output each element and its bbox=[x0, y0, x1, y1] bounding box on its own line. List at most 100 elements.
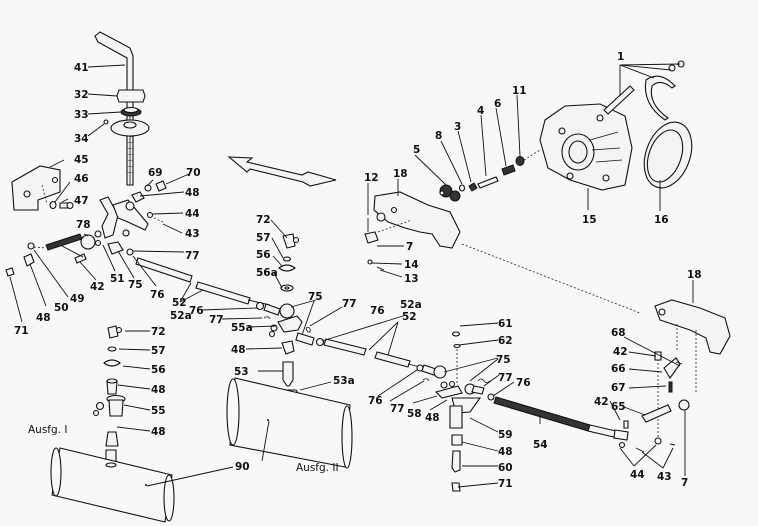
rod-52-left bbox=[135, 257, 295, 319]
part-labels: 41 32 33 34 45 46 47 69 70 48 44 43 78 7… bbox=[14, 51, 702, 490]
label-56: 56 bbox=[256, 249, 271, 261]
label-8: 8 bbox=[435, 130, 442, 142]
label-67: 67 bbox=[611, 382, 626, 394]
label-76: 76 bbox=[516, 377, 531, 389]
label-66: 66 bbox=[611, 363, 626, 375]
label-62: 62 bbox=[498, 335, 513, 347]
label-75: 75 bbox=[128, 279, 143, 291]
label-16: 16 bbox=[654, 214, 669, 226]
label-54: 54 bbox=[533, 439, 548, 451]
label-56a: 56a bbox=[256, 267, 278, 279]
tank-variant-2 bbox=[226, 361, 353, 469]
label-11: 11 bbox=[512, 85, 527, 97]
shift-lever-41 bbox=[94, 31, 150, 186]
label-44: 44 bbox=[630, 469, 645, 481]
label-77: 77 bbox=[342, 298, 357, 310]
label-1: 1 bbox=[617, 51, 624, 63]
label-59: 59 bbox=[498, 429, 513, 441]
label-42: 42 bbox=[613, 346, 628, 358]
label-72: 72 bbox=[256, 214, 271, 226]
label-47: 47 bbox=[74, 195, 89, 207]
variant-2-caption: Ausfg. II bbox=[296, 462, 339, 474]
label-52a: 52a bbox=[170, 310, 192, 322]
label-32: 32 bbox=[74, 89, 89, 101]
bracket-18-lower bbox=[618, 299, 731, 453]
label-77: 77 bbox=[209, 314, 224, 326]
label-75: 75 bbox=[308, 291, 323, 303]
label-75: 75 bbox=[496, 354, 511, 366]
label-43: 43 bbox=[185, 228, 200, 240]
label-3: 3 bbox=[454, 121, 461, 133]
rod-52-middle bbox=[295, 332, 447, 382]
label-76: 76 bbox=[368, 395, 383, 407]
label-90: 90 bbox=[235, 461, 250, 473]
label-76: 76 bbox=[189, 305, 204, 317]
label-7: 7 bbox=[406, 241, 413, 253]
label-68: 68 bbox=[611, 327, 626, 339]
label-78: 78 bbox=[76, 219, 91, 231]
label-42: 42 bbox=[594, 396, 609, 408]
label-18: 18 bbox=[687, 269, 702, 281]
label-55a: 55a bbox=[231, 322, 253, 334]
label-60: 60 bbox=[498, 462, 513, 474]
label-76: 76 bbox=[150, 289, 165, 301]
label-56: 56 bbox=[151, 364, 166, 376]
label-77: 77 bbox=[390, 403, 405, 415]
label-43: 43 bbox=[657, 471, 672, 483]
label-53: 53 bbox=[234, 366, 249, 378]
fork-and-seal bbox=[643, 60, 693, 189]
label-44: 44 bbox=[185, 208, 200, 220]
lever-55a bbox=[263, 315, 311, 338]
label-51: 51 bbox=[110, 273, 125, 285]
rod-54 bbox=[493, 396, 629, 441]
label-50: 50 bbox=[54, 302, 69, 314]
label-45: 45 bbox=[74, 154, 89, 166]
label-33: 33 bbox=[74, 109, 89, 121]
assembly-guide-line bbox=[461, 243, 641, 314]
label-52: 52 bbox=[172, 297, 187, 309]
label-41: 41 bbox=[74, 62, 89, 74]
variant-1-caption: Ausfg. I bbox=[28, 424, 67, 436]
gearbox-housing-15 bbox=[539, 85, 635, 191]
label-7: 7 bbox=[681, 477, 688, 489]
label-48: 48 bbox=[425, 412, 440, 424]
label-46: 46 bbox=[74, 173, 89, 185]
label-71: 71 bbox=[498, 478, 513, 490]
label-57: 57 bbox=[256, 232, 271, 244]
label-77: 77 bbox=[185, 250, 200, 262]
label-72: 72 bbox=[151, 326, 166, 338]
label-34: 34 bbox=[74, 133, 89, 145]
label-55: 55 bbox=[151, 405, 166, 417]
bracket-45 bbox=[11, 165, 74, 211]
bracket-18-upper bbox=[364, 191, 461, 271]
stack-72-56a bbox=[278, 233, 300, 292]
label-6: 6 bbox=[494, 98, 501, 110]
leader-lines bbox=[9, 63, 694, 488]
label-71: 71 bbox=[14, 325, 29, 337]
label-13: 13 bbox=[404, 273, 419, 285]
label-15: 15 bbox=[582, 214, 597, 226]
selector-lever-assembly bbox=[5, 180, 167, 277]
label-18: 18 bbox=[393, 168, 408, 180]
label-58: 58 bbox=[407, 408, 422, 420]
label-42: 42 bbox=[90, 281, 105, 293]
tank-variant-1 bbox=[50, 447, 175, 523]
label-69: 69 bbox=[148, 167, 163, 179]
label-61: 61 bbox=[498, 318, 513, 330]
label-14: 14 bbox=[404, 259, 419, 271]
stack-variant-1 bbox=[92, 325, 126, 465]
label-4: 4 bbox=[477, 105, 484, 117]
bushing-48 bbox=[281, 340, 295, 355]
label-48: 48 bbox=[185, 187, 200, 199]
label-48: 48 bbox=[151, 384, 166, 396]
label-76: 76 bbox=[370, 305, 385, 317]
label-48: 48 bbox=[36, 312, 51, 324]
label-77: 77 bbox=[498, 372, 513, 384]
double-headed-arrow bbox=[227, 156, 337, 187]
label-48: 48 bbox=[498, 446, 513, 458]
label-48: 48 bbox=[231, 344, 246, 356]
label-52: 52 bbox=[402, 311, 417, 323]
label-5: 5 bbox=[413, 144, 420, 156]
detent-assembly bbox=[439, 149, 541, 202]
